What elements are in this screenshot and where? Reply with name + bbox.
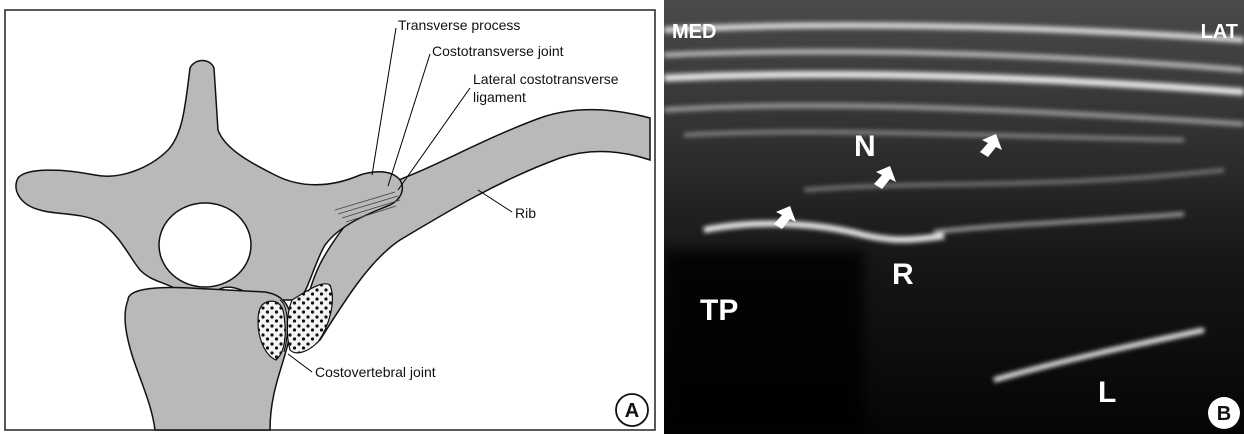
panel-b-ultrasound-image: MED LAT N R TP L B — [664, 0, 1244, 434]
badge-a: A — [625, 400, 639, 422]
label-lat: LAT — [1201, 21, 1238, 43]
label-lateral-ligament-line2: ligament — [473, 89, 526, 105]
acoustic-shadow — [664, 250, 864, 434]
vertebral-foramen — [159, 203, 251, 287]
badge-b: B — [1217, 403, 1231, 425]
vertebra-rib-illustration: Transverse process Costotransverse joint… — [0, 0, 660, 434]
label-lateral-ligament-line1: Lateral costotransverse — [473, 71, 619, 87]
ultrasound-scan: MED LAT N R TP L B — [664, 0, 1244, 434]
label-costotransverse-joint: Costotransverse joint — [432, 43, 564, 59]
label-med: MED — [672, 21, 716, 43]
label-r: R — [892, 258, 914, 291]
label-l: L — [1098, 376, 1116, 409]
label-costovertebral-joint: Costovertebral joint — [315, 364, 436, 380]
label-n: N — [854, 130, 876, 163]
label-transverse-process: Transverse process — [398, 17, 520, 33]
panel-a-anatomy-drawing: Transverse process Costotransverse joint… — [0, 0, 660, 434]
label-tp: TP — [700, 294, 738, 327]
label-rib: Rib — [515, 205, 536, 221]
